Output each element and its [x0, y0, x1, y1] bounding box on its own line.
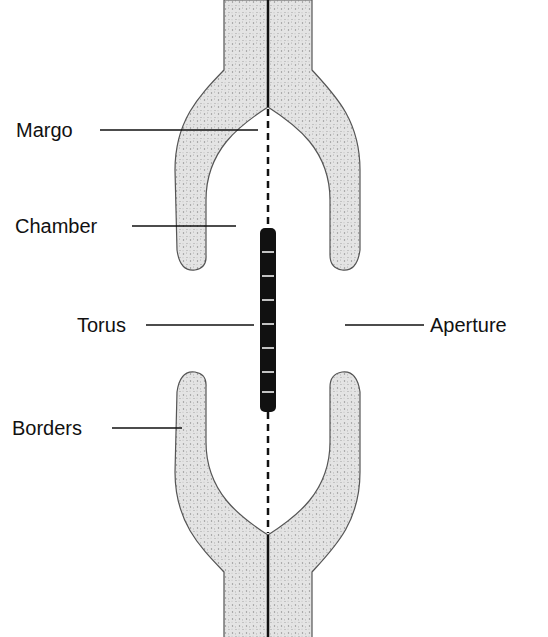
leader-lines [100, 130, 424, 428]
torus-body [260, 228, 276, 412]
part-label: Borders [12, 418, 82, 438]
part-label: Torus [77, 315, 126, 335]
part-label: Margo [16, 120, 73, 140]
part-label: Chamber [15, 216, 97, 236]
part-label: Aperture [430, 315, 507, 335]
